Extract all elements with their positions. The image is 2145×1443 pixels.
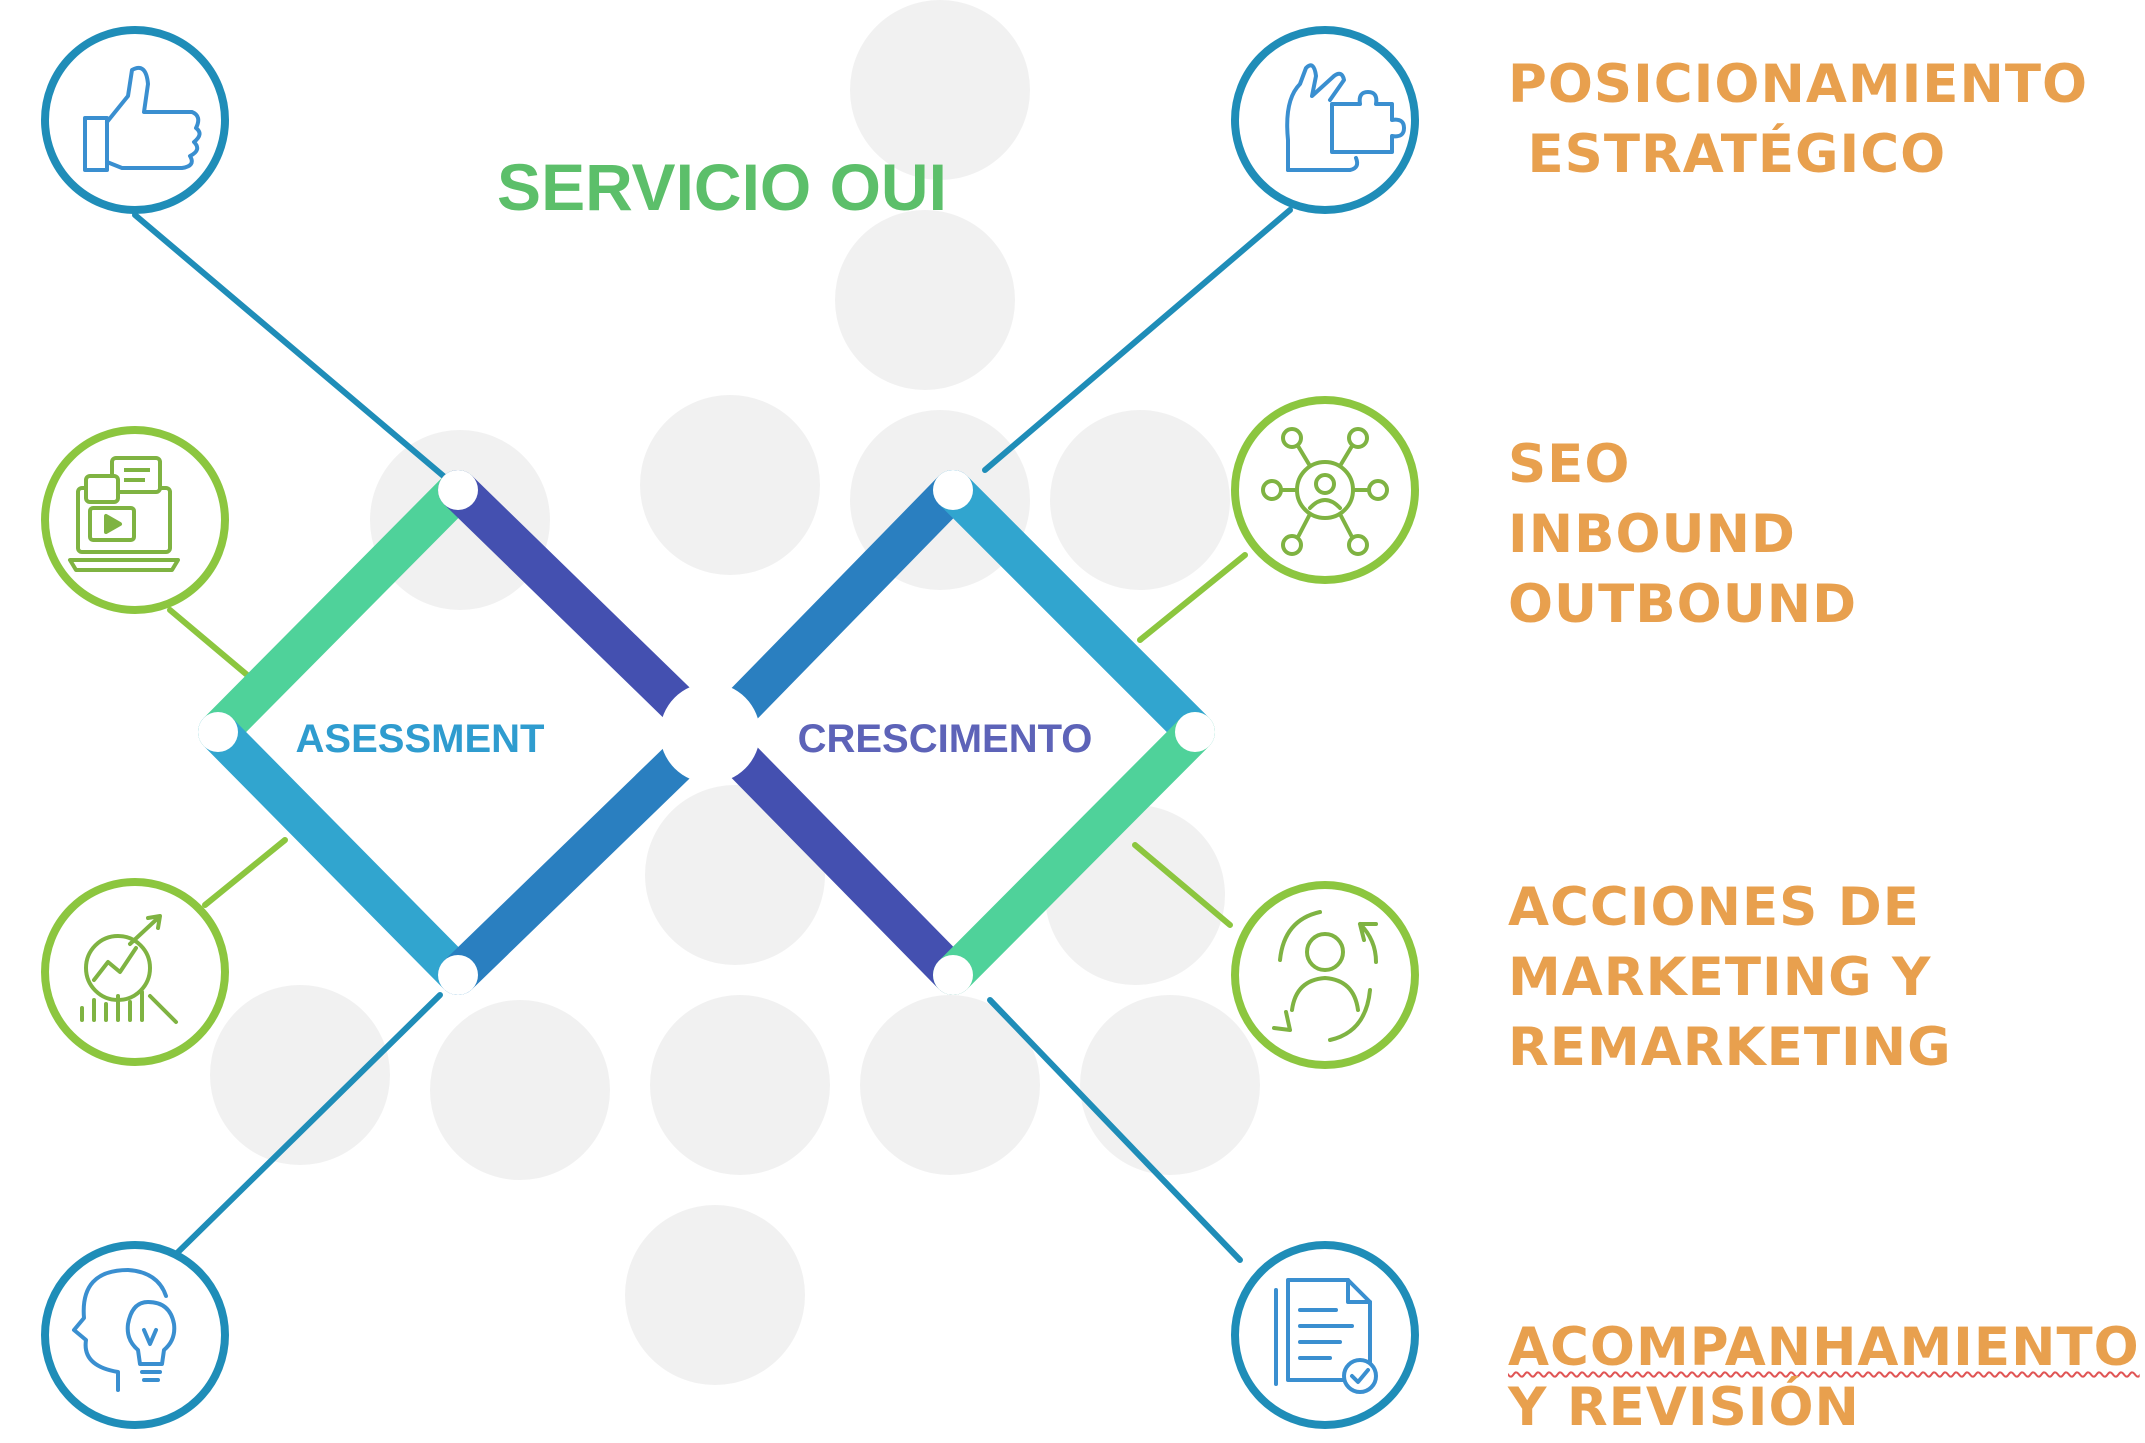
label-acciones-marketing: ACCIONES DE MARKETING Y REMARKETING bbox=[1508, 873, 1952, 1083]
right-band-top-right bbox=[933, 470, 1215, 752]
left-band-bottom-right bbox=[438, 738, 702, 995]
left-band-top-right bbox=[438, 470, 702, 728]
hand-puzzle-icon bbox=[1285, 63, 1406, 172]
connector-mid-right-lower bbox=[1132, 842, 1233, 928]
label-acompanhamiento-line-2: Y REVISIÓN bbox=[1508, 1377, 1860, 1438]
center-label-crescimento: CRESCIMENTO bbox=[798, 717, 1093, 761]
label-seo-inbound-outbound: SEO INBOUND OUTBOUND bbox=[1508, 430, 1857, 640]
left-icon-media-screen bbox=[41, 426, 229, 614]
right-band-top-left bbox=[720, 470, 973, 728]
connector-bottom-right bbox=[987, 997, 1243, 1263]
analytics-chart-icon bbox=[80, 914, 178, 1024]
network-person-icon bbox=[1261, 427, 1389, 556]
joint-center bbox=[660, 683, 760, 783]
connector-bottom-left bbox=[167, 992, 443, 1263]
connector-top-left bbox=[132, 212, 463, 493]
document-checklist-icon bbox=[1274, 1278, 1378, 1394]
label-acompanhamiento: ACOMPANHAMIENTO Y REVISIÓN bbox=[1508, 1318, 2140, 1438]
right-icon-person-cycle bbox=[1231, 881, 1419, 1069]
connector-mid-left-lower bbox=[202, 837, 288, 908]
left-icon-head-lightbulb bbox=[41, 1241, 229, 1429]
label-posicionamiento-line-1: POSICIONAMIENTO bbox=[1508, 54, 2089, 115]
diamond-joints bbox=[198, 470, 1215, 995]
left-icon-thumbs-up bbox=[41, 26, 229, 214]
joint-left-left bbox=[198, 712, 238, 752]
joint-right-top bbox=[933, 470, 973, 510]
center-label-asessment: ASESSMENT bbox=[296, 717, 545, 761]
right-diamond bbox=[720, 470, 1215, 995]
right-icon-hand-puzzle bbox=[1231, 26, 1419, 214]
thumbs-up-icon bbox=[83, 65, 202, 172]
media-screen-icon bbox=[68, 456, 180, 572]
head-lightbulb-icon bbox=[72, 1268, 177, 1392]
right-band-bottom-left bbox=[720, 738, 973, 995]
label-acciones-line-2: MARKETING Y bbox=[1508, 947, 1932, 1008]
diagram-title: SERVICIO OUI bbox=[497, 150, 947, 224]
left-band-top-left bbox=[198, 470, 478, 752]
connector-lines bbox=[132, 207, 1293, 1263]
joint-left-top bbox=[438, 470, 478, 510]
label-seo: SEO bbox=[1508, 434, 1631, 495]
right-icon-document-checklist bbox=[1231, 1241, 1419, 1429]
connector-mid-right-upper bbox=[1137, 552, 1248, 643]
connector-top-right bbox=[982, 207, 1293, 473]
joint-right-right bbox=[1175, 712, 1215, 752]
label-posicionamiento-line-2: ESTRATÉGICO bbox=[1508, 124, 1947, 185]
left-band-bottom-left bbox=[198, 712, 478, 995]
joint-left-bottom bbox=[438, 955, 478, 995]
label-acciones-line-3: REMARKETING bbox=[1508, 1017, 1952, 1078]
left-icon-analytics-chart bbox=[41, 878, 229, 1066]
label-inbound: INBOUND bbox=[1508, 504, 1796, 565]
left-diamond bbox=[198, 470, 702, 995]
label-posicionamiento: POSICIONAMIENTO ESTRATÉGICO bbox=[1508, 50, 2088, 190]
joint-right-bottom bbox=[933, 955, 973, 995]
person-cycle-icon bbox=[1272, 910, 1378, 1042]
label-outbound: OUTBOUND bbox=[1508, 574, 1858, 635]
label-acciones-line-1: ACCIONES DE bbox=[1508, 877, 1920, 938]
right-band-bottom-right bbox=[933, 712, 1215, 995]
right-icon-network-person bbox=[1231, 396, 1419, 584]
label-acompanhamiento-line-1: ACOMPANHAMIENTO bbox=[1508, 1317, 2140, 1378]
